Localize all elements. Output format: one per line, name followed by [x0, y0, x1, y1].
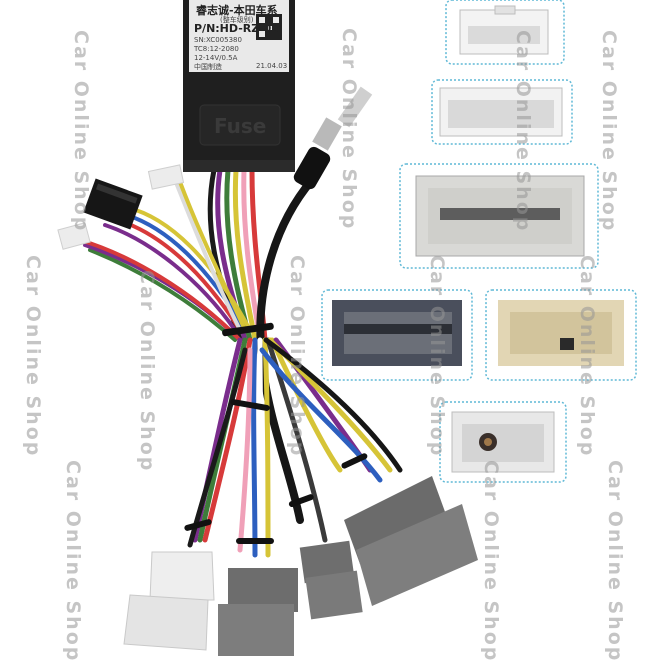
closeup-white-20pin [431, 79, 573, 145]
spec-line-3: 12-14V/0.5A [194, 54, 238, 62]
module-brand-text: 睿志诚-本田车系 [196, 4, 278, 17]
closeup-dark [321, 289, 473, 381]
decoder-module [183, 0, 295, 172]
white-plug-large [123, 551, 215, 651]
bottom-connectors [123, 476, 478, 656]
closeup-white-2pin [439, 401, 567, 483]
part-number-text: P/N:HD-RZ-06 [194, 22, 279, 35]
gray-plug-small [299, 540, 363, 620]
fuse-emboss [199, 104, 281, 146]
module-note-text: (整车级别) [220, 16, 254, 24]
left-connectors [57, 164, 185, 250]
gray-plug-large [344, 476, 478, 606]
gray-plug-left [218, 568, 298, 656]
closeup-white-10pin [445, 0, 565, 65]
wire-bundle [78, 167, 403, 558]
fuse-text: Fuse [214, 114, 267, 138]
black-connector [83, 178, 143, 230]
connector-closeups [321, 0, 637, 483]
zip-ties [184, 322, 368, 544]
spec-line-2: TC8:12-2080 [194, 45, 239, 53]
closeup-beige [485, 289, 637, 381]
white-connector-top [147, 164, 185, 190]
spec-line-4: 中国制造 [194, 63, 222, 71]
antenna-plug [293, 86, 373, 190]
closeup-gray-large [399, 163, 599, 269]
spec-line-1: SN:XC005380 [194, 36, 242, 44]
date-code-text: 21.04.03 [256, 62, 288, 70]
white-connector-small [57, 222, 91, 250]
